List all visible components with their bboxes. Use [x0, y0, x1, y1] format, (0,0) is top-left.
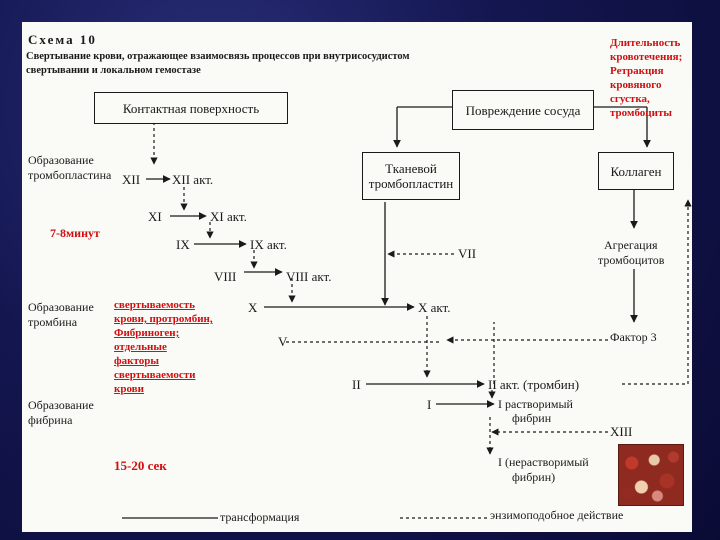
vessel-injury-label: Повреждение сосуда: [465, 102, 581, 118]
duration-line: Ретракция: [610, 65, 664, 77]
factor-3: Фактор 3: [610, 330, 657, 344]
blood-cells-image: [618, 444, 684, 506]
factor-x: X: [248, 300, 258, 315]
stage-thromboplastin-1: Образование: [28, 153, 94, 167]
stage-thrombin-1: Образование: [28, 300, 94, 314]
stage-fibrin-1: Образование: [28, 398, 94, 412]
factor-ix: IX: [176, 237, 190, 252]
scheme-title-line1: Свертывание крови, отражающее взаимосвяз…: [26, 51, 410, 62]
coag-line: факторы: [114, 355, 159, 367]
factor-xii: XII: [122, 172, 141, 187]
legend-transformation: трансформация: [220, 510, 300, 524]
factor-vii: VII: [458, 246, 477, 261]
tissue-label-2: тромбопластин: [368, 176, 454, 191]
tissue-thromboplastin-box: Тканевой тромбопластин: [362, 152, 460, 200]
contact-surface-label: Контактная поверхность: [122, 100, 260, 116]
coag-line: Фибриноген;: [114, 327, 180, 339]
duration-line: Длительность: [610, 37, 681, 49]
duration-line: кровотечения;: [610, 51, 683, 63]
factor-v: V: [278, 334, 288, 349]
factor-xii-act: XII акт.: [172, 172, 214, 187]
factor-ii: II: [352, 377, 361, 392]
duration-line: сгустка,: [610, 93, 650, 105]
factor-viii: VIII: [214, 269, 237, 284]
soluble-fibrin-1: I растворимый: [498, 397, 573, 411]
coag-line: крови, протромбин,: [114, 313, 213, 325]
tissue-label-1: Тканевой: [385, 161, 437, 176]
diagram-lines: [122, 106, 692, 519]
coag-line: свертываемость: [114, 299, 195, 311]
aggregation-1: Агрегация: [604, 238, 658, 252]
contact-surface-box: Контактная поверхность: [94, 92, 288, 124]
scheme-slide: Схема 10 Свертывание крови, отражающее в…: [22, 22, 692, 532]
factor-xiii: XIII: [610, 424, 633, 439]
insoluble-fibrin-2: фибрин): [512, 470, 556, 484]
coag-line: крови: [114, 383, 144, 395]
duration-line: кровяного: [610, 79, 662, 91]
duration-annotation: Длительность кровотечения; Ретракция кро…: [610, 36, 682, 120]
time-annotation-seconds: 15-20 сек: [114, 458, 167, 473]
stage-thromboplastin-2: тромбопластина: [28, 168, 112, 182]
factor-xi: XI: [148, 209, 162, 224]
scheme-number: Схема 10: [28, 32, 97, 47]
coag-line: отдельные: [114, 341, 167, 353]
coag-annotation: свертываемость крови, протромбин, Фибрин…: [114, 298, 213, 396]
factor-i: I: [427, 397, 432, 412]
insoluble-fibrin-1: I (нерастворимый: [498, 455, 589, 469]
factor-xi-act: XI акт.: [210, 209, 247, 224]
legend-enzyme: энзимоподобное действие: [490, 508, 624, 522]
factor-ii-act: II акт. (тромбин): [488, 377, 580, 392]
stage-thrombin-2: тромбина: [28, 315, 78, 329]
factor-x-act: X акт.: [418, 300, 451, 315]
scheme-title-line2: свертывании и локальном гемостазе: [26, 65, 201, 76]
vessel-injury-box: Повреждение сосуда: [452, 90, 594, 130]
time-annotation-minutes: 7-8минут: [50, 226, 100, 240]
factor-ix-act: IX акт.: [250, 237, 287, 252]
collagen-box: Коллаген: [598, 152, 674, 190]
factor-viii-act: VIII акт.: [286, 269, 332, 284]
soluble-fibrin-2: фибрин: [512, 411, 552, 425]
collagen-label: Коллаген: [610, 163, 662, 179]
aggregation-2: тромбоцитов: [598, 253, 665, 267]
stage-fibrin-2: фибрина: [28, 413, 73, 427]
coag-line: свертываемости: [114, 369, 196, 381]
duration-line: тромбоциты: [610, 107, 672, 119]
